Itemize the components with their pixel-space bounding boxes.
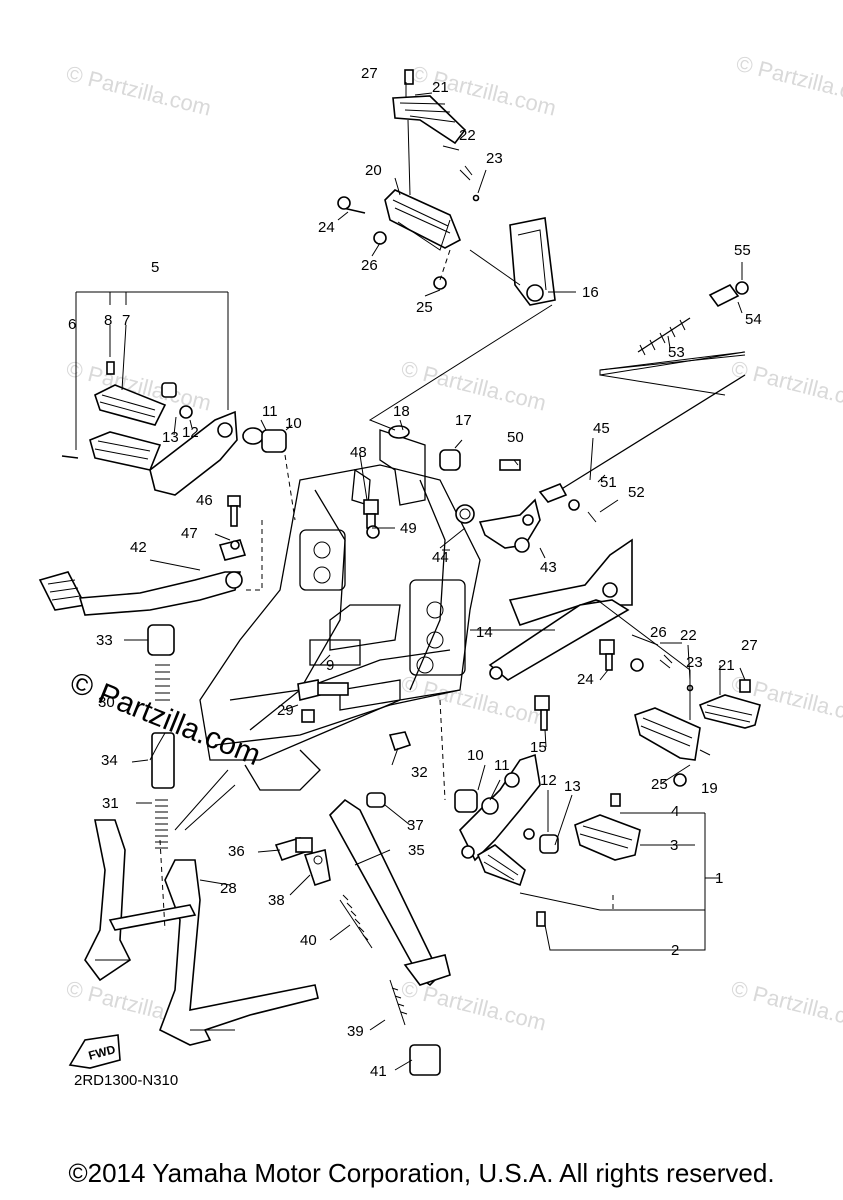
- callout-label: 44: [432, 549, 449, 566]
- pivot-bolts: [297, 679, 550, 752]
- callout-label: 24: [577, 671, 594, 688]
- callout-label: 27: [741, 637, 758, 654]
- callout-label: 47: [181, 525, 198, 542]
- callout-label: 11: [494, 757, 510, 774]
- callout-label: 54: [745, 311, 762, 328]
- main-stand: [84, 624, 319, 1046]
- callout-label: 41: [370, 1063, 387, 1080]
- callout-label: 3: [670, 837, 678, 854]
- callout-label: 43: [540, 559, 557, 576]
- callout-label: 13: [162, 429, 179, 446]
- callout-label: 10: [285, 415, 302, 432]
- watermark: © Partzilla.com: [734, 51, 843, 111]
- collar-17-washer-18: [388, 425, 461, 471]
- callout-label: 2: [671, 942, 679, 959]
- fwd-label: FWD: [87, 1042, 117, 1063]
- callout-label: 21: [432, 79, 449, 96]
- fwd-arrow: FWD: [68, 1034, 121, 1069]
- callout-label: 29: [277, 702, 294, 719]
- callout-label: 9: [326, 657, 334, 674]
- callout-label: 12: [182, 424, 199, 441]
- bolt-48: [363, 499, 380, 539]
- callout-label: 46: [196, 492, 213, 509]
- shift-arm: [455, 498, 541, 553]
- frame-body: [199, 429, 481, 791]
- callout-label: 26: [361, 257, 378, 274]
- callout-label: 23: [486, 150, 503, 167]
- callout-label: 30: [98, 694, 115, 711]
- callout-label: 16: [582, 284, 599, 301]
- watermark: © Partzilla.com: [64, 61, 214, 121]
- bushings-upper: [242, 427, 287, 453]
- callout-label: 55: [734, 242, 751, 259]
- callout-label: 53: [668, 344, 685, 361]
- callout-label: 31: [102, 795, 119, 812]
- callout-label: 22: [459, 127, 476, 144]
- callout-label: 32: [411, 764, 428, 781]
- shift-pedal: [38, 539, 247, 616]
- callout-label: 35: [408, 842, 425, 859]
- callout-label: 25: [416, 299, 433, 316]
- leader-lines: [75, 82, 746, 1071]
- side-stand: [274, 792, 451, 1076]
- callout-label: 21: [718, 657, 735, 674]
- callout-label: 24: [318, 219, 335, 236]
- callout-label: 14: [476, 624, 493, 641]
- watermark: © Partzilla.com: [729, 976, 843, 1036]
- callout-label: 19: [701, 780, 718, 797]
- watermark: © Partzilla.com: [399, 356, 549, 416]
- callout-label: 5: [151, 259, 159, 276]
- callout-label: 4: [671, 803, 679, 820]
- callout-label: 11: [262, 403, 278, 420]
- callout-label: 52: [628, 484, 645, 501]
- callout-label: 26: [650, 624, 667, 641]
- copyright-notice: ©2014 Yamaha Motor Corporation, U.S.A. A…: [68, 1158, 775, 1188]
- watermark: © Partzilla.com: [399, 671, 549, 731]
- watermark: © Partzilla.com: [729, 356, 843, 416]
- callout-label: 8: [104, 312, 112, 329]
- callout-label: 49: [400, 520, 417, 537]
- rear-footrest-right: [599, 639, 761, 787]
- callout-label: 37: [407, 817, 424, 834]
- callout-label: 51: [600, 474, 617, 491]
- callout-label: 10: [467, 747, 484, 764]
- callout-label: 50: [507, 429, 524, 446]
- callout-label: 45: [593, 420, 610, 437]
- rider-footrest-right: [454, 753, 641, 927]
- callout-label: 15: [530, 739, 547, 756]
- callout-label: 20: [365, 162, 382, 179]
- diagram-reference-code: 2RD1300-N310: [74, 1072, 179, 1089]
- callout-label: 25: [651, 776, 668, 793]
- callout-label: 38: [268, 892, 285, 909]
- callout-label: 17: [455, 412, 472, 429]
- callout-label: 39: [347, 1023, 364, 1040]
- left-footrest-assembly: [61, 361, 238, 496]
- callout-label: 7: [122, 312, 130, 329]
- callout-label: 23: [686, 654, 703, 671]
- callout-label: 12: [540, 772, 557, 789]
- callout-label: 42: [130, 539, 147, 556]
- callout-label: 33: [96, 632, 113, 649]
- callout-label: 28: [220, 880, 237, 897]
- callout-label: 6: [68, 316, 76, 333]
- callout-label: 13: [564, 778, 581, 795]
- callout-label: 40: [300, 932, 317, 949]
- bolt-46: [227, 495, 241, 527]
- callout-label: 34: [101, 752, 118, 769]
- rear-footrest-upper: [337, 69, 556, 306]
- callout-label: 22: [680, 627, 697, 644]
- callout-label: 48: [350, 444, 367, 461]
- callouts: 27 21 22 23 20 24 26 25 16 55 54 53 5 6 …: [68, 65, 762, 1080]
- callout-label: 36: [228, 843, 245, 860]
- callout-label: 18: [393, 403, 410, 420]
- callout-label: 27: [361, 65, 378, 82]
- callout-label: 1: [715, 870, 723, 887]
- rear-footrest-bracket-right: [488, 538, 633, 681]
